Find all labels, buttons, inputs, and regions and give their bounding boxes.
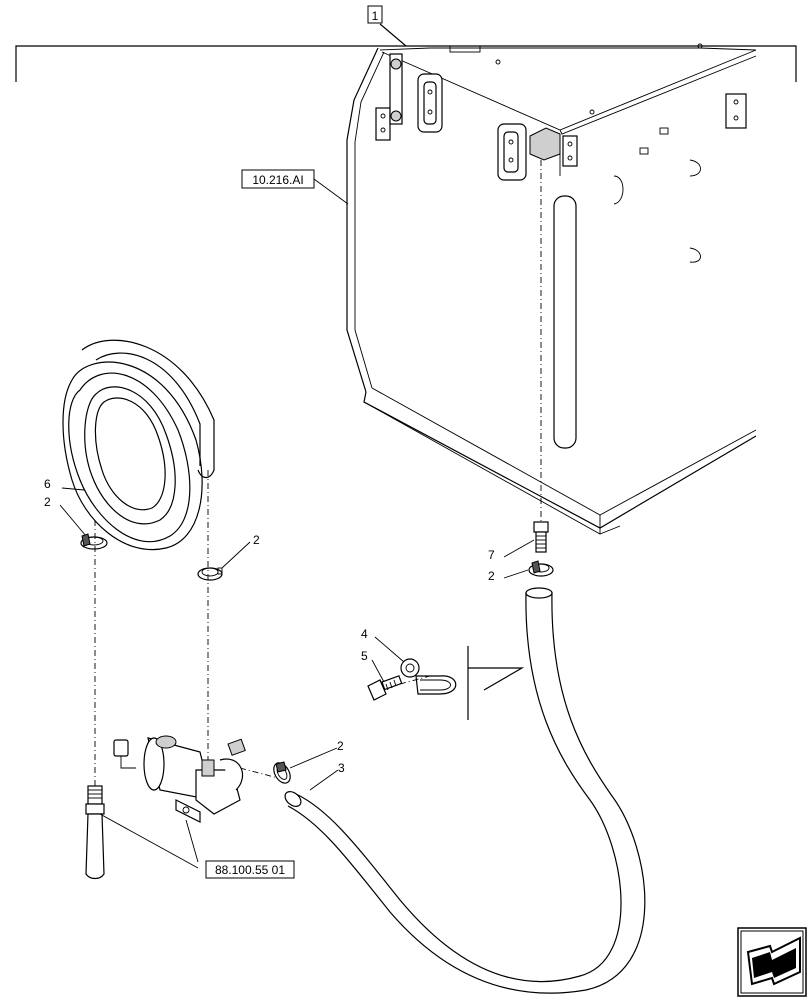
assembly-item-number: 1: [372, 9, 379, 23]
hose-leader: [309, 769, 339, 791]
callout-bolt: 5: [361, 649, 368, 663]
adapter-fitting: [533, 521, 549, 553]
pump-leader-a: [99, 813, 199, 869]
hydraulic-tank: [346, 43, 757, 535]
clamp-right: [528, 560, 554, 577]
adapter-leader: [503, 539, 535, 558]
callout-adapter: 7: [488, 548, 495, 562]
clamp-pump: [273, 761, 291, 784]
bolt-leader: [371, 659, 385, 683]
tank-ref-box: [241, 169, 315, 189]
callout-clamp-mid: 2: [253, 533, 260, 547]
tank-reference: 10.216.AI: [252, 173, 303, 187]
clamp-left-leader: [59, 504, 87, 537]
tank-leader: [313, 178, 349, 205]
mounting-bolt: [367, 675, 403, 701]
pump-assembly: [113, 735, 246, 823]
hose-coil-leader: [61, 487, 85, 491]
callout-clip: 4: [361, 627, 368, 641]
clip-leader: [374, 636, 405, 663]
centerline-bolt: [399, 675, 431, 685]
clamp-left: [80, 533, 108, 550]
arrow-icon[interactable]: [737, 927, 807, 997]
callout-hose: 3: [338, 761, 345, 775]
assembly-bracket: [15, 5, 797, 82]
pump-leader-b: [185, 819, 199, 863]
callout-clamp-left: 2: [44, 495, 51, 509]
mounting-clip: [400, 658, 457, 695]
inlet-fitting: [85, 785, 105, 880]
hydraulic-hose: [284, 587, 646, 994]
callout-clamp-pump: 2: [337, 739, 344, 753]
clamp-right-leader: [503, 569, 529, 579]
hose-coil: [62, 339, 215, 551]
callout-hose-coil: 6: [44, 477, 51, 491]
centerline-pump: [239, 767, 279, 779]
pump-ref-box: [205, 860, 295, 879]
section-marker: [467, 646, 525, 720]
clamp-pump-leader: [289, 747, 338, 769]
clamp-mid: [197, 567, 223, 581]
callout-clamp-right: 2: [488, 569, 495, 583]
pump-reference: 88.100.55 01: [215, 863, 285, 877]
clamp-mid-leader: [221, 541, 251, 569]
